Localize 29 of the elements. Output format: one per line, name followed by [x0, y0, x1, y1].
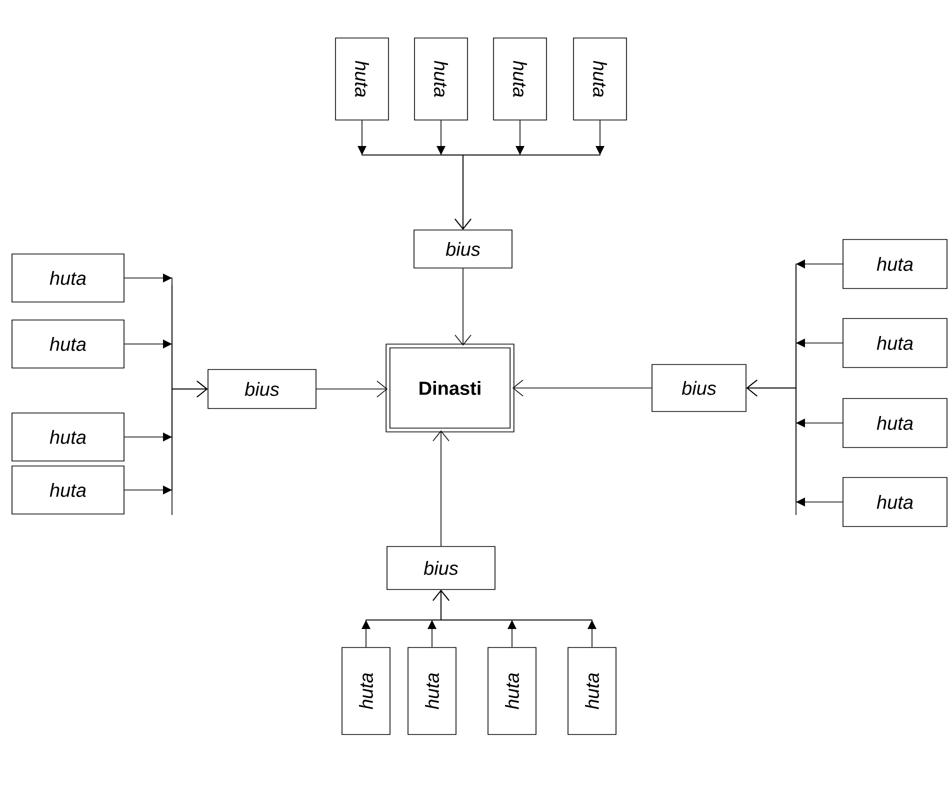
- source-box: huta: [573, 38, 627, 120]
- process-box: bius: [208, 369, 316, 409]
- source-box: huta: [12, 254, 124, 302]
- arrow: [124, 380, 208, 494]
- source-box: huta: [408, 647, 456, 735]
- arrow: [746, 380, 843, 506]
- arrow: [432, 590, 596, 648]
- source-box: huta: [842, 398, 948, 448]
- source-box: huta: [842, 318, 948, 368]
- process-box: bius: [652, 364, 746, 412]
- source-box: huta: [488, 647, 536, 735]
- main-box: Dinasti: [386, 344, 514, 432]
- arrow: [316, 380, 388, 398]
- source-box: huta: [842, 239, 948, 289]
- source-box: huta: [335, 38, 389, 120]
- process-box: bius: [414, 230, 512, 268]
- arrow: [512, 380, 652, 396]
- source-box: huta: [342, 647, 390, 735]
- source-box: huta: [414, 38, 468, 120]
- process-box: bius: [386, 546, 496, 590]
- source-box: huta: [493, 38, 547, 120]
- arrow: [454, 120, 604, 230]
- arrow: [454, 268, 472, 346]
- source-box: huta: [12, 412, 124, 462]
- source-box: huta: [12, 466, 124, 514]
- arrow: [432, 430, 450, 546]
- source-box: huta: [568, 647, 616, 735]
- source-box: huta: [842, 477, 948, 527]
- source-box: huta: [12, 320, 124, 368]
